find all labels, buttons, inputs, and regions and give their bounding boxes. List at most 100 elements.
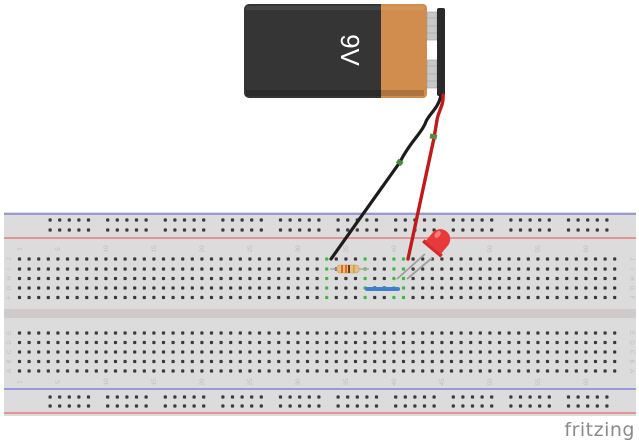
- rail-hole[interactable]: [67, 228, 71, 232]
- breadboard-hole[interactable]: [152, 340, 156, 345]
- rail-hole[interactable]: [480, 404, 484, 408]
- breadboard-hole[interactable]: [430, 267, 434, 271]
- breadboard-hole[interactable]: [37, 257, 41, 261]
- breadboard-hole[interactable]: [353, 340, 358, 345]
- breadboard-hole[interactable]: [85, 286, 89, 290]
- breadboard-hole[interactable]: [363, 359, 367, 364]
- breadboard-hole[interactable]: [113, 359, 118, 364]
- rail-hole[interactable]: [451, 404, 455, 408]
- breadboard-hole[interactable]: [286, 257, 290, 261]
- breadboard-hole[interactable]: [181, 369, 185, 373]
- breadboard-hole[interactable]: [46, 331, 50, 335]
- rail-hole[interactable]: [288, 218, 292, 222]
- rail-hole[interactable]: [58, 395, 62, 399]
- breadboard-hole[interactable]: [104, 340, 108, 345]
- breadboard-hole[interactable]: [75, 257, 79, 261]
- breadboard-hole[interactable]: [305, 257, 310, 261]
- breadboard-hole[interactable]: [488, 359, 492, 364]
- breadboard-hole[interactable]: [344, 359, 348, 364]
- breadboard-hole[interactable]: [267, 257, 271, 261]
- breadboard-hole[interactable]: [65, 286, 70, 290]
- breadboard-hole[interactable]: [219, 350, 223, 354]
- breadboard-hole[interactable]: [469, 350, 473, 354]
- rail-hole[interactable]: [595, 404, 599, 408]
- breadboard-hole[interactable]: [517, 295, 521, 300]
- rail-hole[interactable]: [480, 395, 484, 399]
- rail-hole[interactable]: [125, 395, 129, 399]
- rail-hole[interactable]: [230, 404, 235, 408]
- breadboard-hole[interactable]: [574, 276, 578, 281]
- breadboard-hole[interactable]: [161, 331, 166, 335]
- breadboard-hole[interactable]: [267, 340, 271, 345]
- rail-hole[interactable]: [67, 218, 71, 222]
- breadboard-hole[interactable]: [200, 350, 204, 354]
- breadboard-hole[interactable]: [133, 295, 137, 300]
- breadboard-hole[interactable]: [94, 267, 98, 271]
- breadboard-hole[interactable]: [171, 359, 175, 364]
- rail-hole[interactable]: [566, 404, 571, 408]
- rail-hole[interactable]: [144, 228, 148, 232]
- breadboard-hole[interactable]: [315, 276, 319, 281]
- breadboard-hole[interactable]: [401, 350, 406, 354]
- breadboard-hole[interactable]: [440, 286, 444, 290]
- breadboard-hole[interactable]: [545, 369, 550, 373]
- breadboard-hole[interactable]: [593, 359, 598, 364]
- breadboard-hole[interactable]: [411, 331, 415, 335]
- breadboard-hole[interactable]: [46, 286, 50, 290]
- breadboard-hole[interactable]: [219, 295, 223, 300]
- rail-hole[interactable]: [288, 395, 292, 399]
- breadboard-hole[interactable]: [507, 340, 511, 345]
- rail-hole[interactable]: [538, 218, 542, 222]
- breadboard-hole[interactable]: [353, 276, 358, 281]
- breadboard-hole[interactable]: [334, 350, 338, 354]
- breadboard-hole[interactable]: [123, 257, 127, 261]
- breadboard-hole[interactable]: [344, 286, 348, 290]
- breadboard-hole[interactable]: [517, 286, 521, 290]
- breadboard-hole[interactable]: [344, 340, 348, 345]
- rail-hole[interactable]: [192, 228, 196, 232]
- rail-hole[interactable]: [403, 218, 407, 222]
- breadboard-hole[interactable]: [469, 331, 473, 335]
- rail-hole[interactable]: [394, 404, 398, 408]
- breadboard-hole[interactable]: [113, 331, 118, 335]
- breadboard-hole[interactable]: [430, 359, 434, 364]
- rail-hole[interactable]: [307, 228, 311, 232]
- breadboard-hole[interactable]: [171, 331, 175, 335]
- breadboard-hole[interactable]: [584, 257, 588, 261]
- breadboard-hole[interactable]: [305, 369, 310, 373]
- breadboard-hole[interactable]: [584, 340, 588, 345]
- breadboard-hole[interactable]: [27, 295, 31, 300]
- breadboard-hole[interactable]: [315, 340, 319, 345]
- breadboard-hole[interactable]: [478, 359, 482, 364]
- breadboard-hole[interactable]: [161, 359, 166, 364]
- breadboard-hole[interactable]: [593, 276, 598, 281]
- rail-hole[interactable]: [451, 228, 455, 232]
- rail-hole[interactable]: [125, 228, 129, 232]
- connected-hole[interactable]: [392, 257, 396, 261]
- breadboard-hole[interactable]: [142, 331, 146, 335]
- breadboard-hole[interactable]: [113, 295, 118, 300]
- breadboard-hole[interactable]: [219, 276, 223, 281]
- breadboard-hole[interactable]: [305, 340, 310, 345]
- breadboard-hole[interactable]: [353, 286, 358, 290]
- breadboard-hole[interactable]: [104, 331, 108, 335]
- breadboard-hole[interactable]: [277, 340, 281, 345]
- breadboard-hole[interactable]: [430, 286, 434, 290]
- rail-hole[interactable]: [173, 218, 177, 222]
- breadboard-hole[interactable]: [56, 369, 60, 373]
- rail-hole[interactable]: [77, 228, 81, 232]
- breadboard-hole[interactable]: [440, 267, 444, 271]
- rail-hole[interactable]: [461, 404, 465, 408]
- breadboard-hole[interactable]: [536, 350, 540, 354]
- rail-hole[interactable]: [163, 218, 167, 222]
- breadboard-hole[interactable]: [238, 276, 242, 281]
- breadboard-hole[interactable]: [65, 350, 70, 354]
- breadboard-hole[interactable]: [517, 350, 521, 354]
- breadboard-hole[interactable]: [85, 295, 89, 300]
- rail-hole[interactable]: [461, 218, 465, 222]
- breadboard-hole[interactable]: [200, 359, 204, 364]
- rail-hole[interactable]: [518, 228, 523, 232]
- breadboard-hole[interactable]: [257, 295, 262, 300]
- breadboard-hole[interactable]: [286, 267, 290, 271]
- breadboard-hole[interactable]: [536, 257, 540, 261]
